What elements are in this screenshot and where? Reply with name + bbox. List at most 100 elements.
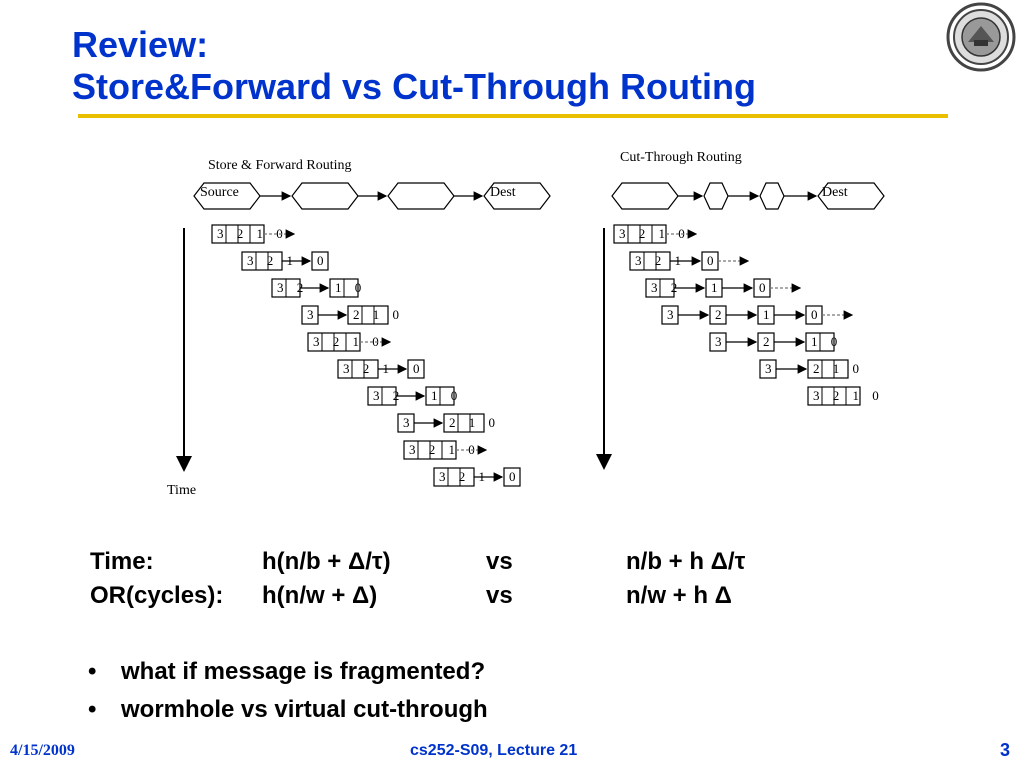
packet-flits: 3 [667,307,679,322]
packet-frame [311,251,329,271]
packet-box: 2 1 0 [347,305,404,325]
packet-box: 3 2 1 [337,359,394,379]
sf-formula: h(n/b + Δ/τ) [262,548,391,575]
packet-flits: 0 [707,253,719,268]
packet-flits: 3 2 1 0 [813,388,884,403]
packet-flits: 3 2 [373,388,404,403]
ct-router-node-2 [759,182,785,210]
packet-box: 3 2 1 0 [613,224,690,244]
packet-box: 3 [709,332,727,352]
bullet-dot: • [88,658,97,685]
packet-flits: 0 [509,469,521,484]
router-node-2 [387,182,455,210]
packet-box: 2 [709,305,727,325]
dest-node [483,182,551,210]
packet-box: 0 [805,305,823,325]
packet-flits: 3 2 1 0 [217,226,288,241]
packet-flits: 0 [811,307,823,322]
packet-flits: 2 1 0 [449,415,500,430]
ct-dest-label: Dest [822,185,848,200]
packet-frame [503,467,521,487]
formula-label: OR(cycles): [90,582,224,609]
packet-flits: 3 [765,361,777,376]
sf-diagram-label: Store & Forward Routing [208,158,352,173]
sf-formula: h(n/w + Δ) [262,582,378,609]
packet-box: 2 1 0 [443,413,500,433]
ct-rows: 3 2 1 0 3 2 1 0 3 2 1 0 3 2 1 0 3 2 1 0 3 2 1 0 3 2 1 0 [613,224,884,406]
packet-flits: 1 0 [431,388,462,403]
packet-flits: 1 0 [335,280,366,295]
packet-flits: 2 [715,307,727,322]
packet-flits: 3 [307,307,319,322]
packet-frame [807,359,849,379]
packet-box: 0 [407,359,425,379]
vs-text: vs [486,548,513,575]
packet-flits: 3 [403,415,415,430]
packet-box: 3 2 1 0 [307,332,384,352]
packet-box: 3 2 1 0 [403,440,475,460]
packet-box: 0 [503,467,521,487]
bullet-text: what if message is fragmented? [121,658,486,685]
packet-box: 1 [705,278,723,298]
ct-formula: n/b + h Δ/τ [626,548,746,575]
source-label: Source [200,185,239,200]
dest-label: Dest [490,185,516,200]
time-label: Time [167,483,196,498]
footer-course: cs252-S09, Lecture 21 [410,742,578,759]
packet-box: 3 [759,359,777,379]
packet-flits: 3 2 [277,280,308,295]
packet-flits: 2 [763,334,775,349]
packet-flits: 2 1 0 [813,361,864,376]
packet-box: 3 [397,413,415,433]
packet-flits: 3 2 1 0 [313,334,384,349]
packet-box: 3 2 1 0 [807,386,884,406]
packet-frame [347,305,389,325]
vs-text: vs [486,582,513,609]
packet-flits: 3 2 [651,280,682,295]
packet-box: 1 0 [329,278,366,298]
footer-date: 4/15/2009 [10,742,75,759]
packet-flits: 3 [715,334,727,349]
packet-box: 0 [311,251,329,271]
packet-box: 0 [753,278,771,298]
packet-flits: 3 2 1 [247,253,298,268]
title-line-1: Review: [72,24,209,65]
packet-box: 3 2 1 [241,251,298,271]
ct-dest-node [817,182,885,210]
source-node [193,182,261,210]
university-seal-icon [946,2,1016,72]
ct-diagram-label: Cut-Through Routing [620,150,742,165]
ct-router-node-1 [703,182,729,210]
title-underline [78,114,948,118]
packet-flits: 1 0 [811,334,842,349]
packet-box: 2 [757,332,775,352]
packet-flits: 0 [413,361,425,376]
packet-box: 3 [301,305,319,325]
ct-formula: n/w + h Δ [626,582,732,609]
packet-frame [407,359,425,379]
packet-box: 3 2 [367,386,404,406]
packet-flits: 2 1 0 [353,307,404,322]
packet-flits: 1 [711,280,723,295]
packet-flits: 1 [763,307,775,322]
packet-frame [443,413,485,433]
ct-source-node [611,182,679,210]
bullet-text: wormhole vs virtual cut-through [121,696,488,723]
formula-label: Time: [90,548,154,575]
packet-box: 0 [701,251,719,271]
packet-box: 2 1 0 [807,359,864,379]
sf-rows: 3 2 1 0 3 2 1 0 3 2 1 0 3 2 1 0 3 2 1 0 3 2 1 0 3 … [211,224,521,487]
packet-box: 1 [757,305,775,325]
packet-box: 3 [661,305,679,325]
packet-flits: 3 2 1 [635,253,686,268]
packet-flits: 3 2 1 [343,361,394,376]
router-node-1 [291,182,359,210]
packet-flits: 3 2 1 0 [619,226,690,241]
slide-title: Review: Store&Forward vs Cut-Through Rou… [72,24,756,108]
packet-box: 1 0 [425,386,462,406]
bullet-dot: • [88,696,97,723]
footer-page-number: 3 [1000,740,1011,760]
packet-box: 3 2 1 [433,467,490,487]
packet-flits: 3 2 1 [439,469,490,484]
packet-flits: 0 [317,253,329,268]
